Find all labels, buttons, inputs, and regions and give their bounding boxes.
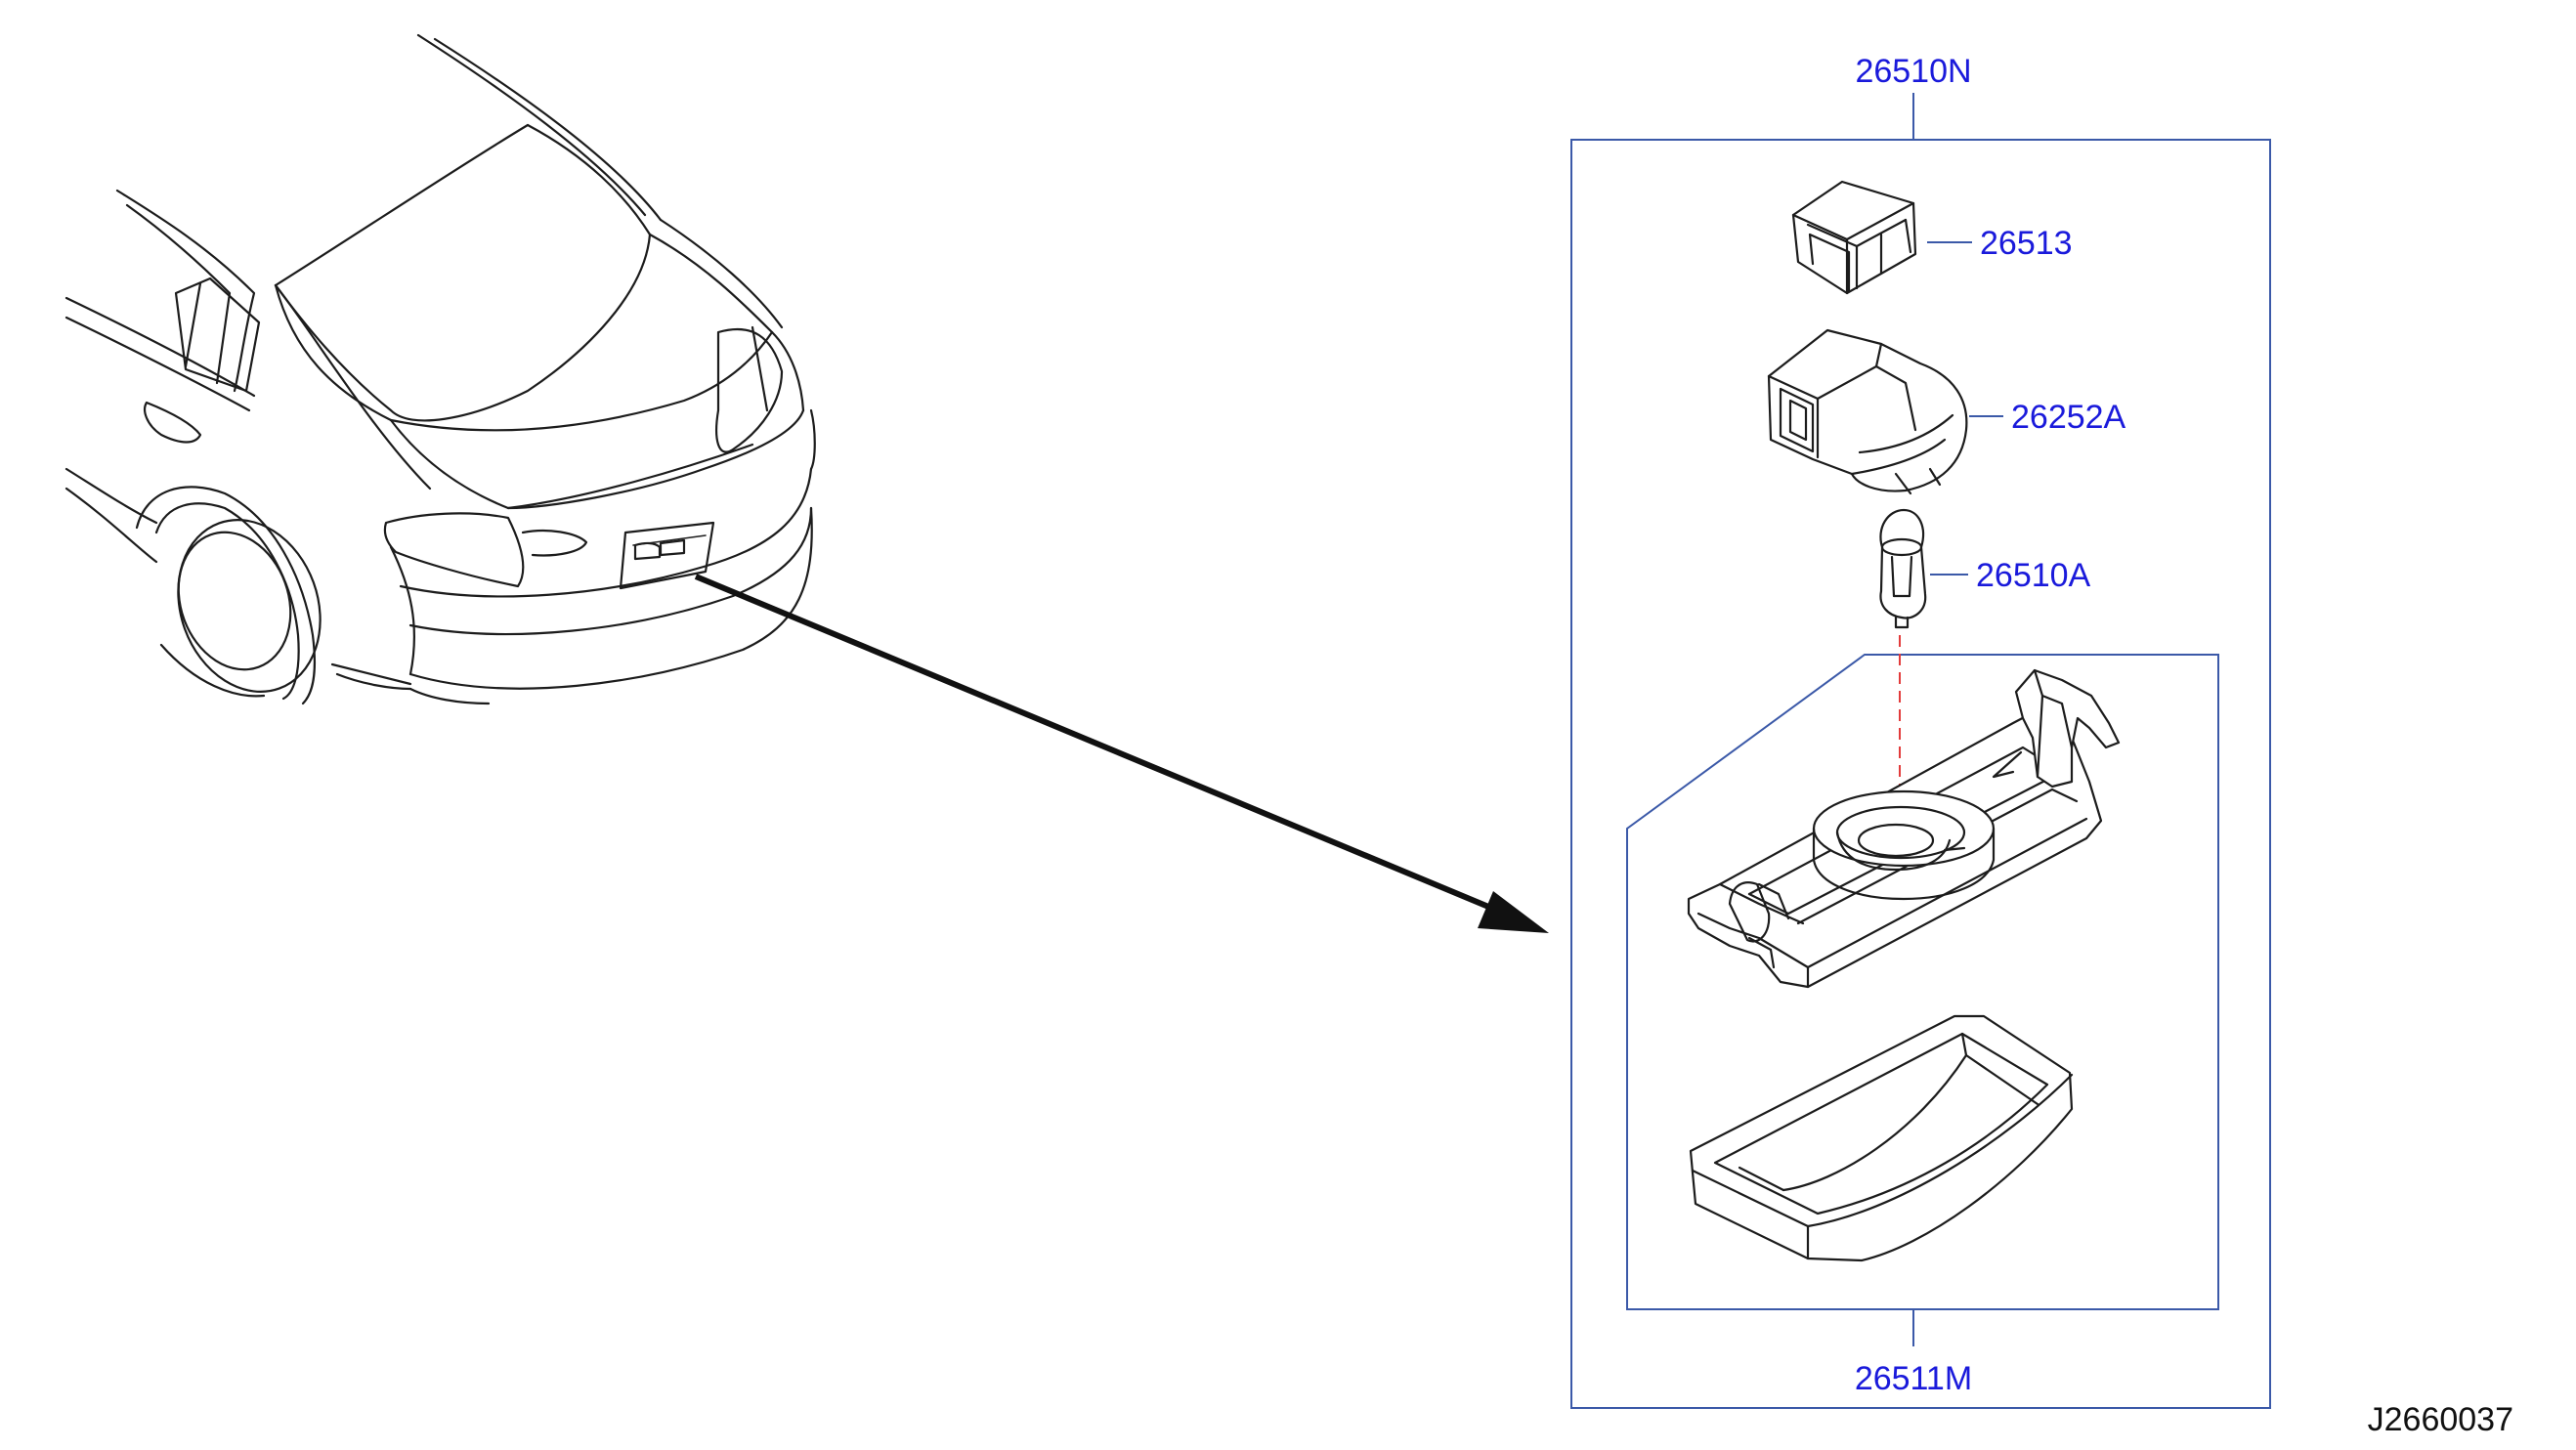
label-26513: 26513 xyxy=(1980,225,2073,262)
label-26511m: 26511M xyxy=(1855,1360,1972,1397)
lamp-housing-icon xyxy=(1687,668,2121,989)
diagram-id: J2660037 xyxy=(2368,1401,2513,1438)
label-26510n: 26510N xyxy=(1855,53,1971,90)
sedan-rear-icon xyxy=(64,33,816,705)
lamp-lens-icon xyxy=(1689,1014,2074,1262)
label-26510a: 26510A xyxy=(1976,557,2091,594)
socket-cover-icon xyxy=(1791,180,1917,295)
subassembly-frame xyxy=(1626,654,2219,1310)
label-26252a: 26252A xyxy=(2011,399,2126,436)
arrow-right-icon xyxy=(694,574,1549,933)
wedge-bulb-icon xyxy=(1879,508,1927,629)
assembly-frame xyxy=(1570,139,2271,1409)
bulb-socket-icon xyxy=(1767,328,1968,495)
